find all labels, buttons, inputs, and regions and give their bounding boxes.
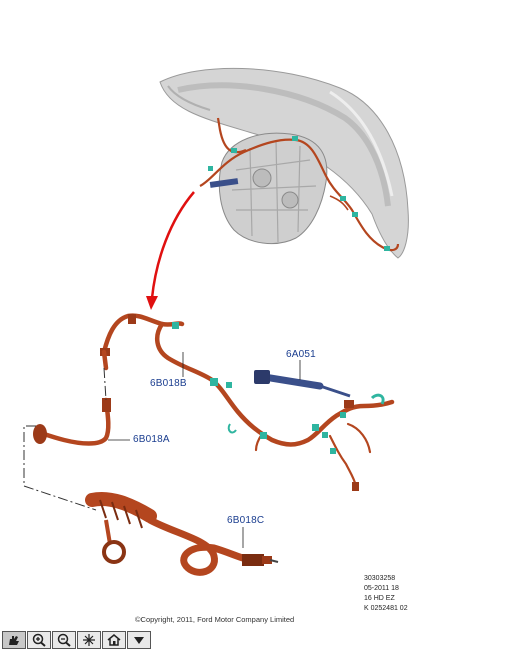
fit-icon (83, 634, 95, 646)
pan-button[interactable] (2, 631, 26, 649)
connector-6a051 (254, 370, 351, 398)
zoom-in-button[interactable] (27, 631, 51, 649)
reference-line-4: K 0252481 02 (364, 605, 408, 612)
engine-block (218, 132, 328, 244)
reference-line-3: 16 HD EZ (364, 595, 395, 602)
leader-lines (108, 352, 301, 548)
callout-6b018a: 6B018A (133, 434, 170, 445)
harness-6b018c (85, 492, 279, 576)
pointer-arrow (146, 191, 195, 310)
callout-6b018c: 6B018C (227, 515, 265, 526)
callout-6a051: 6A051 (286, 349, 316, 360)
zoom-in-icon (32, 633, 46, 647)
zoom-out-icon (57, 633, 71, 647)
reference-block: 30303258 05-2011 18 16 HD EZ K 0252481 0… (364, 574, 408, 614)
home-icon (107, 634, 121, 646)
vehicle-bumper (159, 67, 409, 259)
harness-clips (172, 322, 385, 454)
copyright-text: ©Copyright, 2011, Ford Motor Company Lim… (135, 615, 295, 624)
menu-down-icon (134, 637, 144, 644)
menu-down-button[interactable] (127, 631, 151, 649)
home-button[interactable] (102, 631, 126, 649)
reference-line-2: 05-2011 18 (364, 585, 399, 592)
fit-button[interactable] (77, 631, 101, 649)
callout-6b018b: 6B018B (150, 378, 187, 389)
harness-6b018a (41, 349, 111, 446)
dash-dot-lines (23, 367, 107, 511)
viewer-toolbar (2, 631, 151, 650)
vehicle-connector (209, 178, 239, 188)
reference-line-1: 30303258 (364, 575, 396, 582)
wiring-diagram (23, 67, 409, 576)
pan-icon (9, 636, 19, 645)
zoom-out-button[interactable] (52, 631, 76, 649)
